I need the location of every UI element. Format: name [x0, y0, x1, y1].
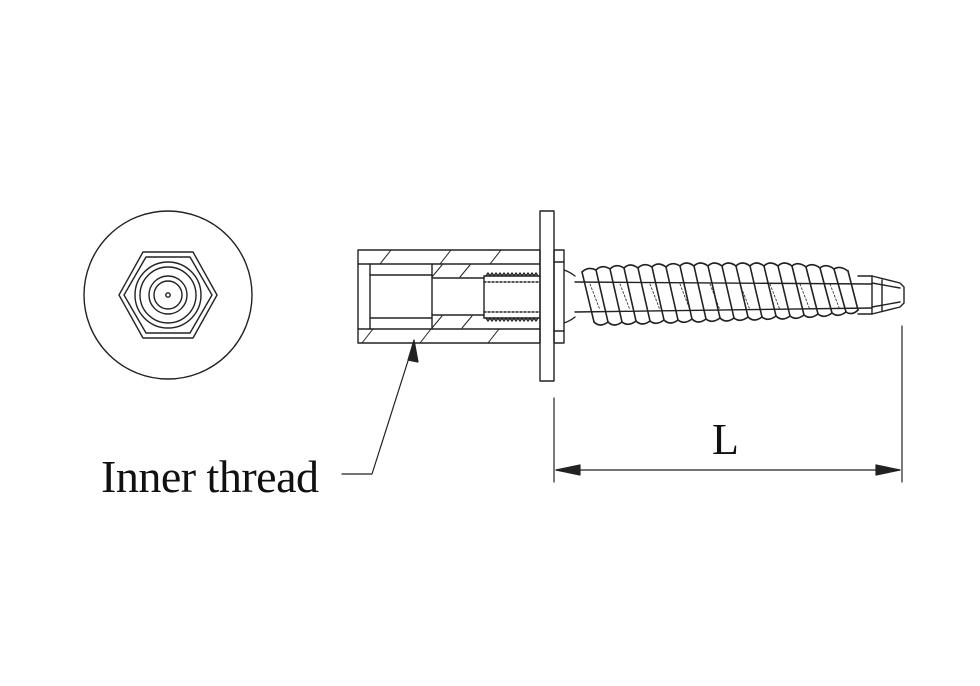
bore-outer — [134, 261, 202, 329]
arrow-right — [875, 464, 901, 476]
inner-thread-leader — [341, 339, 419, 475]
center-point — [165, 292, 171, 298]
end-view — [83, 210, 253, 380]
external-thread — [581, 262, 859, 326]
shank-top — [574, 281, 873, 285]
shank-bottom — [574, 307, 873, 313]
length-dimension — [553, 325, 903, 483]
inner-thread-label: Inner thread — [101, 451, 319, 502]
bore-ring — [139, 266, 197, 324]
section-hatching — [361, 249, 502, 344]
bore-inner — [148, 275, 188, 315]
leader-arrowhead — [407, 339, 419, 363]
arrow-left — [555, 464, 581, 476]
washer — [539, 210, 555, 382]
inner-thread — [483, 272, 541, 322]
hex-head-inner-chamfer — [123, 256, 213, 334]
side-view — [357, 210, 905, 382]
bore-core — [153, 280, 183, 310]
hex-head-outline — [118, 251, 218, 339]
seal-ring — [553, 249, 565, 344]
drill-tip — [857, 275, 905, 315]
washer-outline — [83, 210, 253, 380]
length-label: L — [712, 415, 739, 464]
